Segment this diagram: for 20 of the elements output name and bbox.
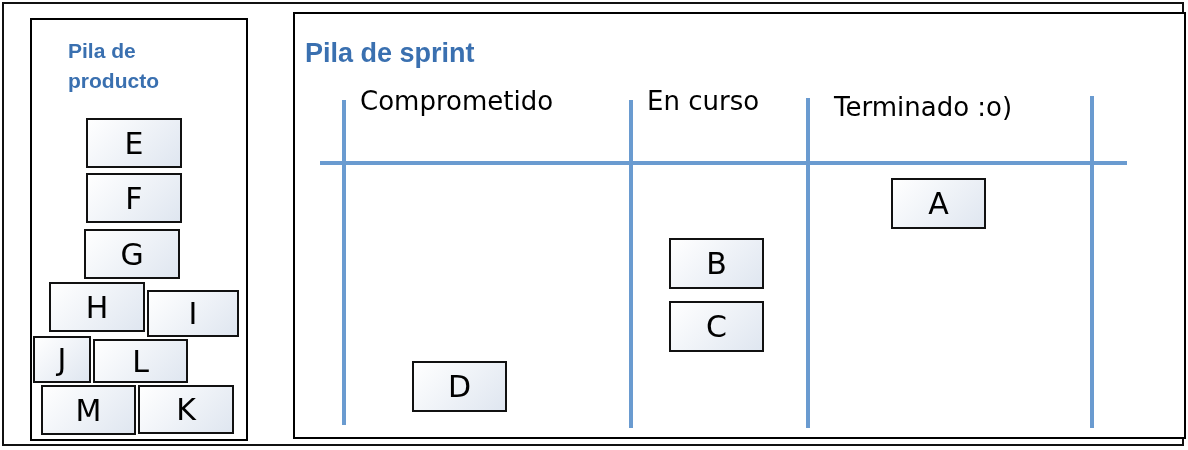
task-card: M [41,385,136,435]
column-header: En curso [647,86,760,116]
task-card: B [669,238,764,289]
task-card: I [147,290,239,337]
column-header: Terminado :o) [834,92,1013,122]
task-card: H [49,282,145,332]
task-card: D [412,361,507,412]
task-card: E [86,118,182,168]
panel-title: Pila de producto [68,38,160,94]
task-card: K [138,385,234,434]
column-header: Comprometido [360,86,554,116]
task-card: G [84,229,180,279]
task-card: F [86,173,182,223]
task-card: L [93,339,188,383]
backlog-panel [293,12,1186,439]
task-card: C [669,301,764,352]
backlog-panel [30,18,248,441]
task-card: J [33,336,91,383]
task-card: A [891,178,986,229]
panel-title: Pila de sprint [305,37,476,70]
